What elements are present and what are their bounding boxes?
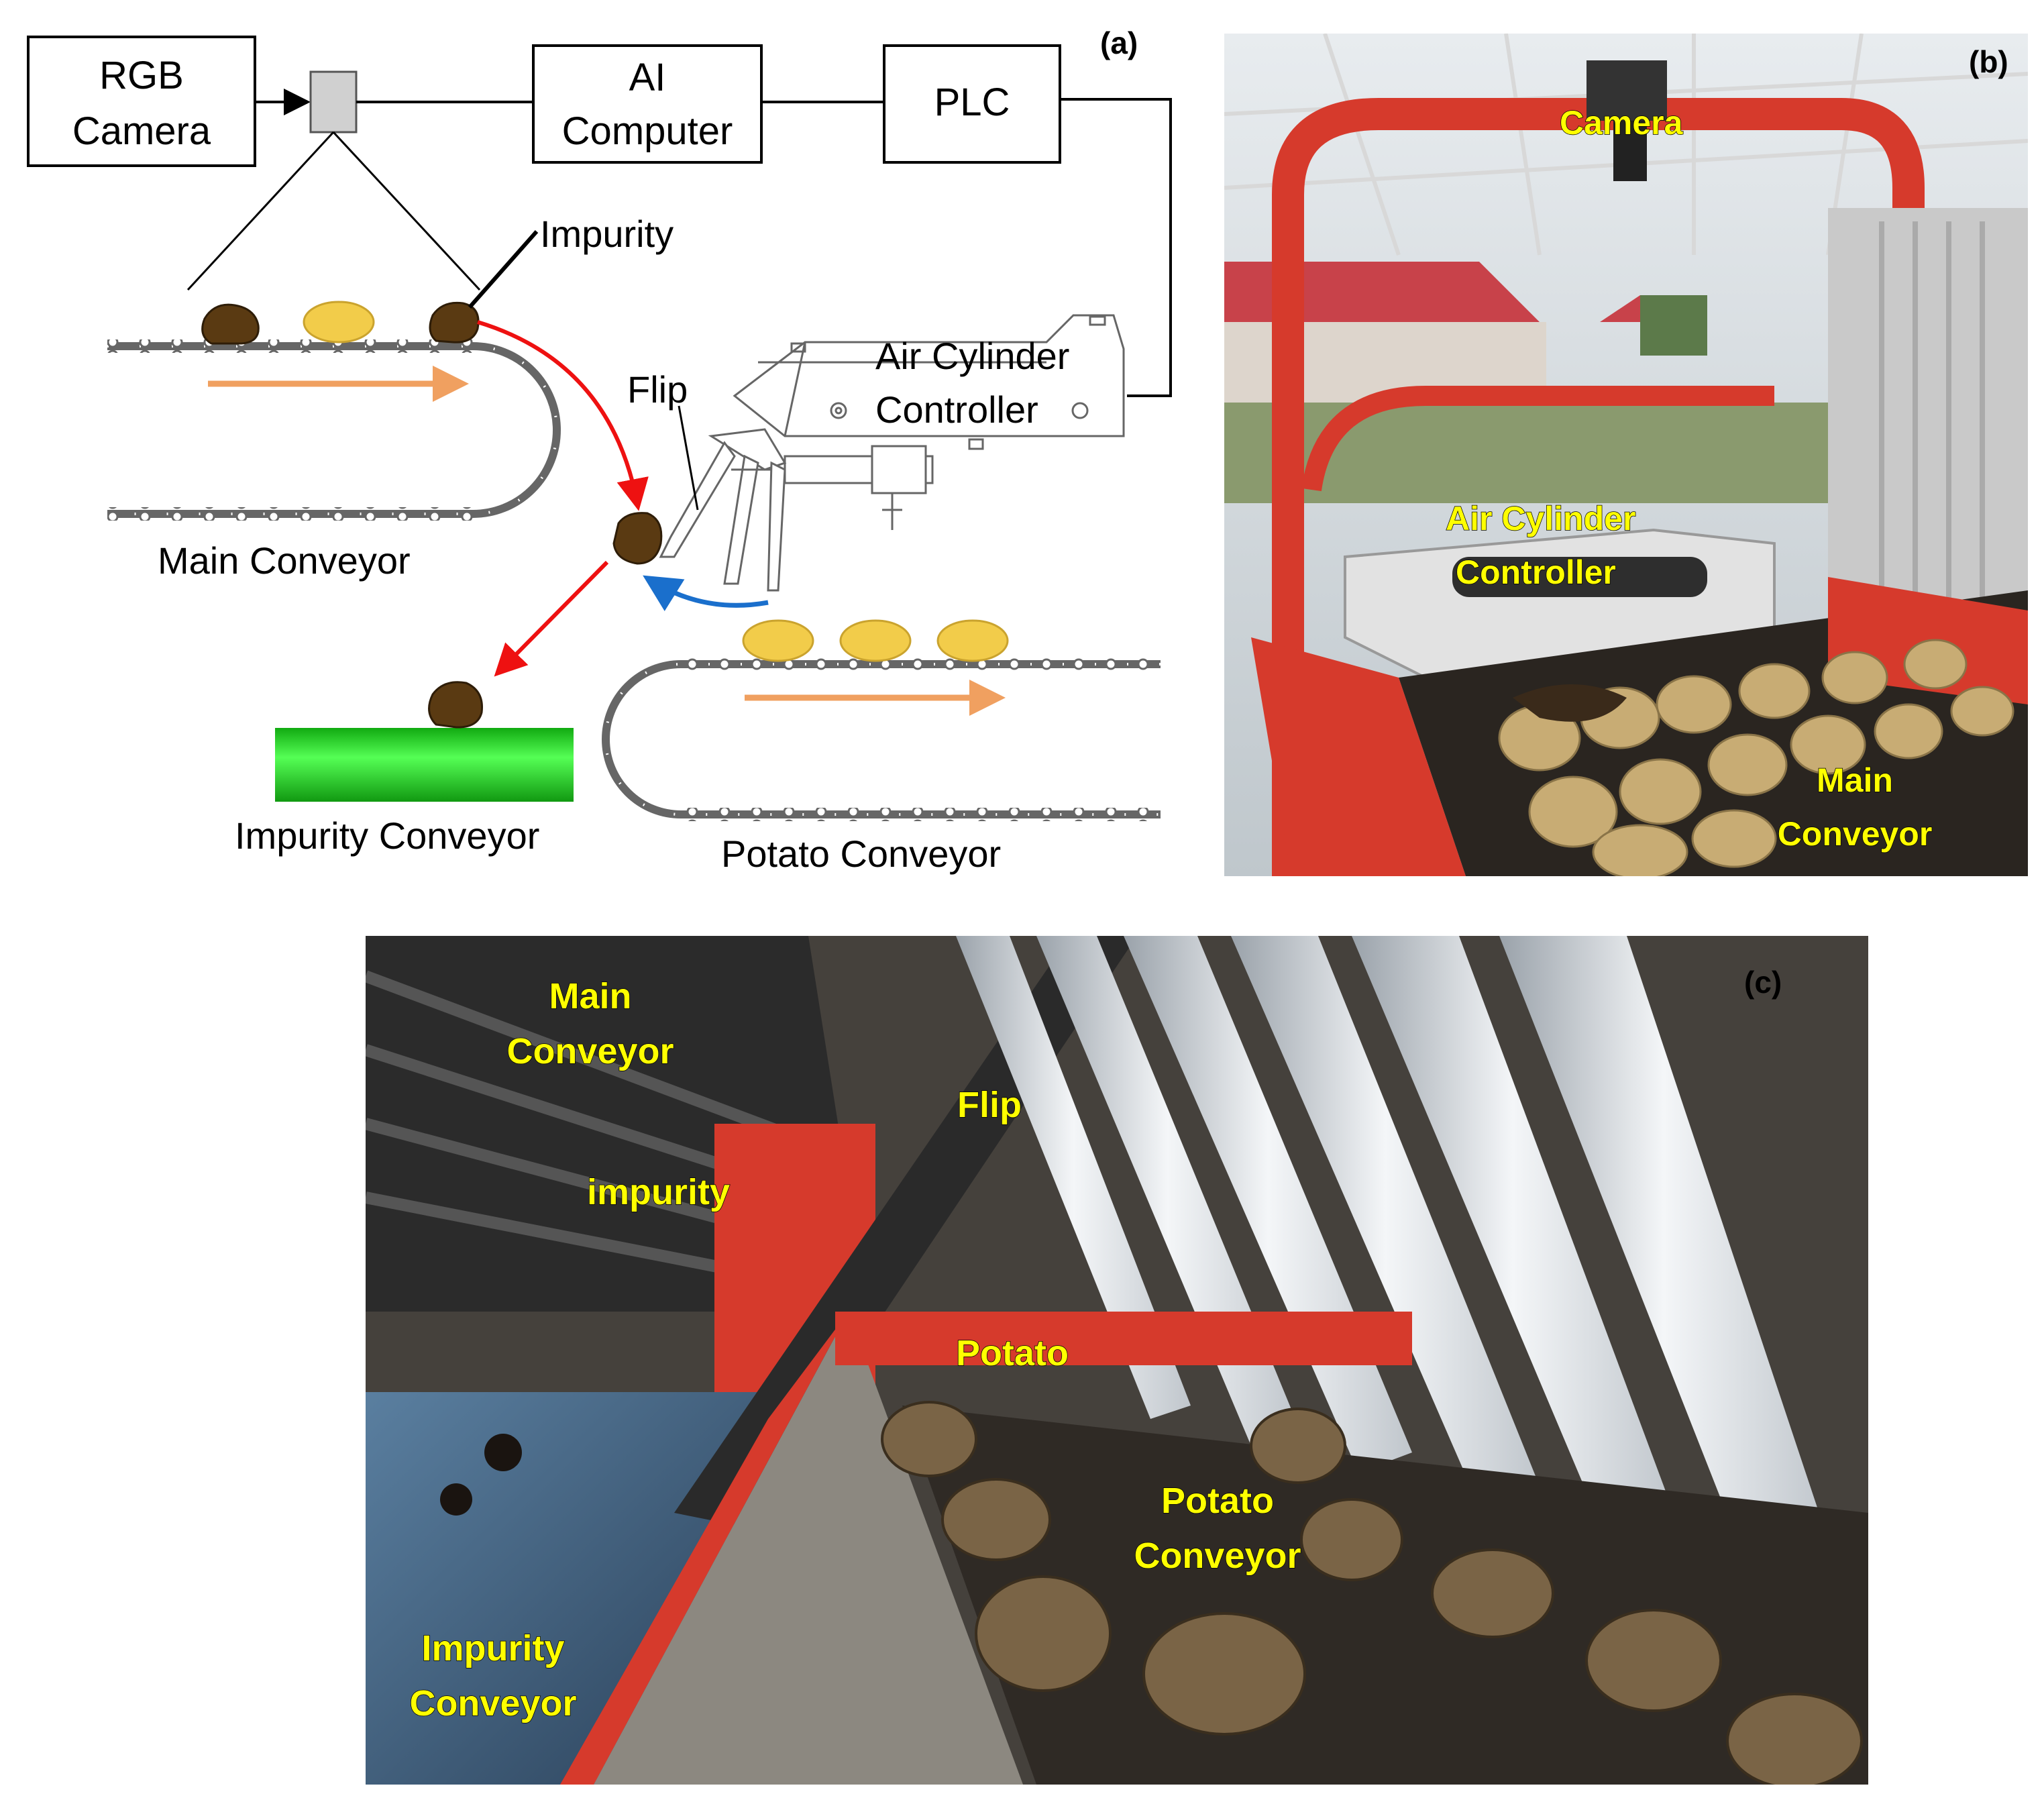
potato-conveyor-potato-2	[839, 619, 912, 662]
deflector-board	[594, 1312, 1023, 1785]
impurity-on-impurity-conveyor	[428, 681, 484, 729]
impurity-clod-2	[440, 1483, 472, 1516]
main-conveyor	[107, 339, 561, 521]
panel-a-system-diagram: (a) RGB Camera AI Computer PLC Main Conv…	[0, 0, 1207, 892]
ai-computer-label-2: Computer	[562, 109, 733, 153]
potato-label: Potato	[956, 1333, 1069, 1373]
inner-red-frame	[1301, 386, 1774, 492]
main-conveyor-ribs	[366, 970, 798, 1277]
rgb-camera-label-2: Camera	[72, 109, 211, 153]
conveyor-red-side	[1251, 637, 1466, 876]
potatoes-on-potato-conveyor	[881, 1401, 1863, 1785]
panel-b-letter: (b)	[1969, 44, 2008, 79]
camera-body	[1586, 60, 1667, 121]
impurity-label: Impurity	[540, 213, 674, 255]
trees	[1640, 295, 1707, 356]
air-cylinder-controller-label-2: Controller	[1456, 553, 1616, 591]
main-conveyor-label-1: Main	[1817, 761, 1893, 799]
fov-line-left	[186, 131, 335, 291]
plc-label: PLC	[934, 81, 1010, 124]
impurity-pointer-line	[468, 230, 539, 309]
main-conveyor-label-1: Main	[549, 976, 631, 1016]
air-cylinder-controller-label-1: Air Cylinder	[1446, 500, 1635, 537]
potato-conveyor-potato-3	[936, 619, 1009, 662]
panel-c-letter: (c)	[1744, 965, 1782, 1000]
ai-computer-box	[532, 44, 763, 164]
panel-a-letter: (a)	[1100, 25, 1138, 60]
machine-photo-svg: (b) Camera Air Cylinder Controller Main …	[1224, 34, 2028, 876]
flip-pointer-line	[678, 405, 699, 511]
potato-conveyor-label-2: Conveyor	[1134, 1536, 1301, 1576]
fov-line-right	[332, 131, 481, 291]
impurity-falling	[612, 512, 663, 565]
plc-box	[883, 44, 1061, 164]
main-conveyor-label: Main Conveyor	[158, 539, 411, 582]
air-cylinder-body	[1452, 557, 1707, 597]
plc-to-controller-line	[1060, 98, 1172, 397]
potato-conveyor-label: Potato Conveyor	[721, 833, 1001, 875]
main-conveyor-label-2: Conveyor	[1778, 815, 1933, 853]
potato-conveyor-label-1: Potato	[1161, 1481, 1274, 1521]
impurity-clod-1	[484, 1434, 522, 1471]
flip-label: Flip	[957, 1085, 1022, 1125]
ai-computer-label-1: AI	[629, 56, 666, 99]
potato-conveyor	[602, 657, 1161, 821]
air-cylinder-controller-drawing	[733, 314, 1125, 530]
side-panel-slats	[1879, 221, 1985, 631]
flip-slats	[956, 936, 1828, 1567]
impurity-conveyor-label-1: Impurity	[421, 1628, 564, 1668]
panel-b-machine-photo: (b) Camera Air Cylinder Controller Main …	[1224, 34, 2028, 876]
camera-label: Camera	[1560, 104, 1684, 142]
impurity-conveyor-belt	[275, 728, 574, 802]
air-cylinder-controller-label-2: Controller	[875, 388, 1038, 431]
impurity-conveyor-label-2: Conveyor	[409, 1683, 576, 1724]
impurity-clod-2	[429, 301, 480, 343]
impurity-label: impurity	[587, 1172, 730, 1212]
soil-clod-on-conveyor	[1513, 684, 1627, 722]
impurity-trajectory-arrow-1	[477, 320, 649, 511]
camera-sensor-icon	[309, 70, 358, 134]
potato-conveyor-potato-1	[742, 619, 814, 662]
impurity-conveyor-label: Impurity Conveyor	[235, 814, 539, 857]
rgb-camera-box	[27, 36, 256, 167]
air-cylinder-controller-label-1: Air Cylinder	[875, 335, 1069, 377]
deflector-red-edge	[560, 1312, 849, 1785]
system-diagram-svg: (a) RGB Camera AI Computer PLC Main Conv…	[27, 25, 1172, 875]
panel-c-closeup-photo: (c) Main Conveyor Flip impurity Potato P…	[366, 936, 1868, 1785]
red-frame-center	[835, 1312, 1412, 1365]
red-frame-arch	[1272, 98, 1925, 876]
side-panel	[1828, 208, 2028, 637]
impurity-clod-1	[201, 303, 260, 345]
potato-on-main-conveyor	[303, 301, 375, 343]
flip-rotation-arrow	[643, 575, 769, 611]
flip-paddle-drawing	[659, 428, 787, 592]
camera-lens	[1613, 121, 1647, 181]
rgb-camera-label-1: RGB	[99, 54, 184, 97]
closeup-photo-svg: (c) Main Conveyor Flip impurity Potato P…	[366, 936, 1868, 1785]
impurity-trajectory-arrow-2	[494, 560, 609, 677]
flip-label: Flip	[627, 368, 688, 411]
main-conveyor-label-2: Conveyor	[506, 1031, 674, 1071]
